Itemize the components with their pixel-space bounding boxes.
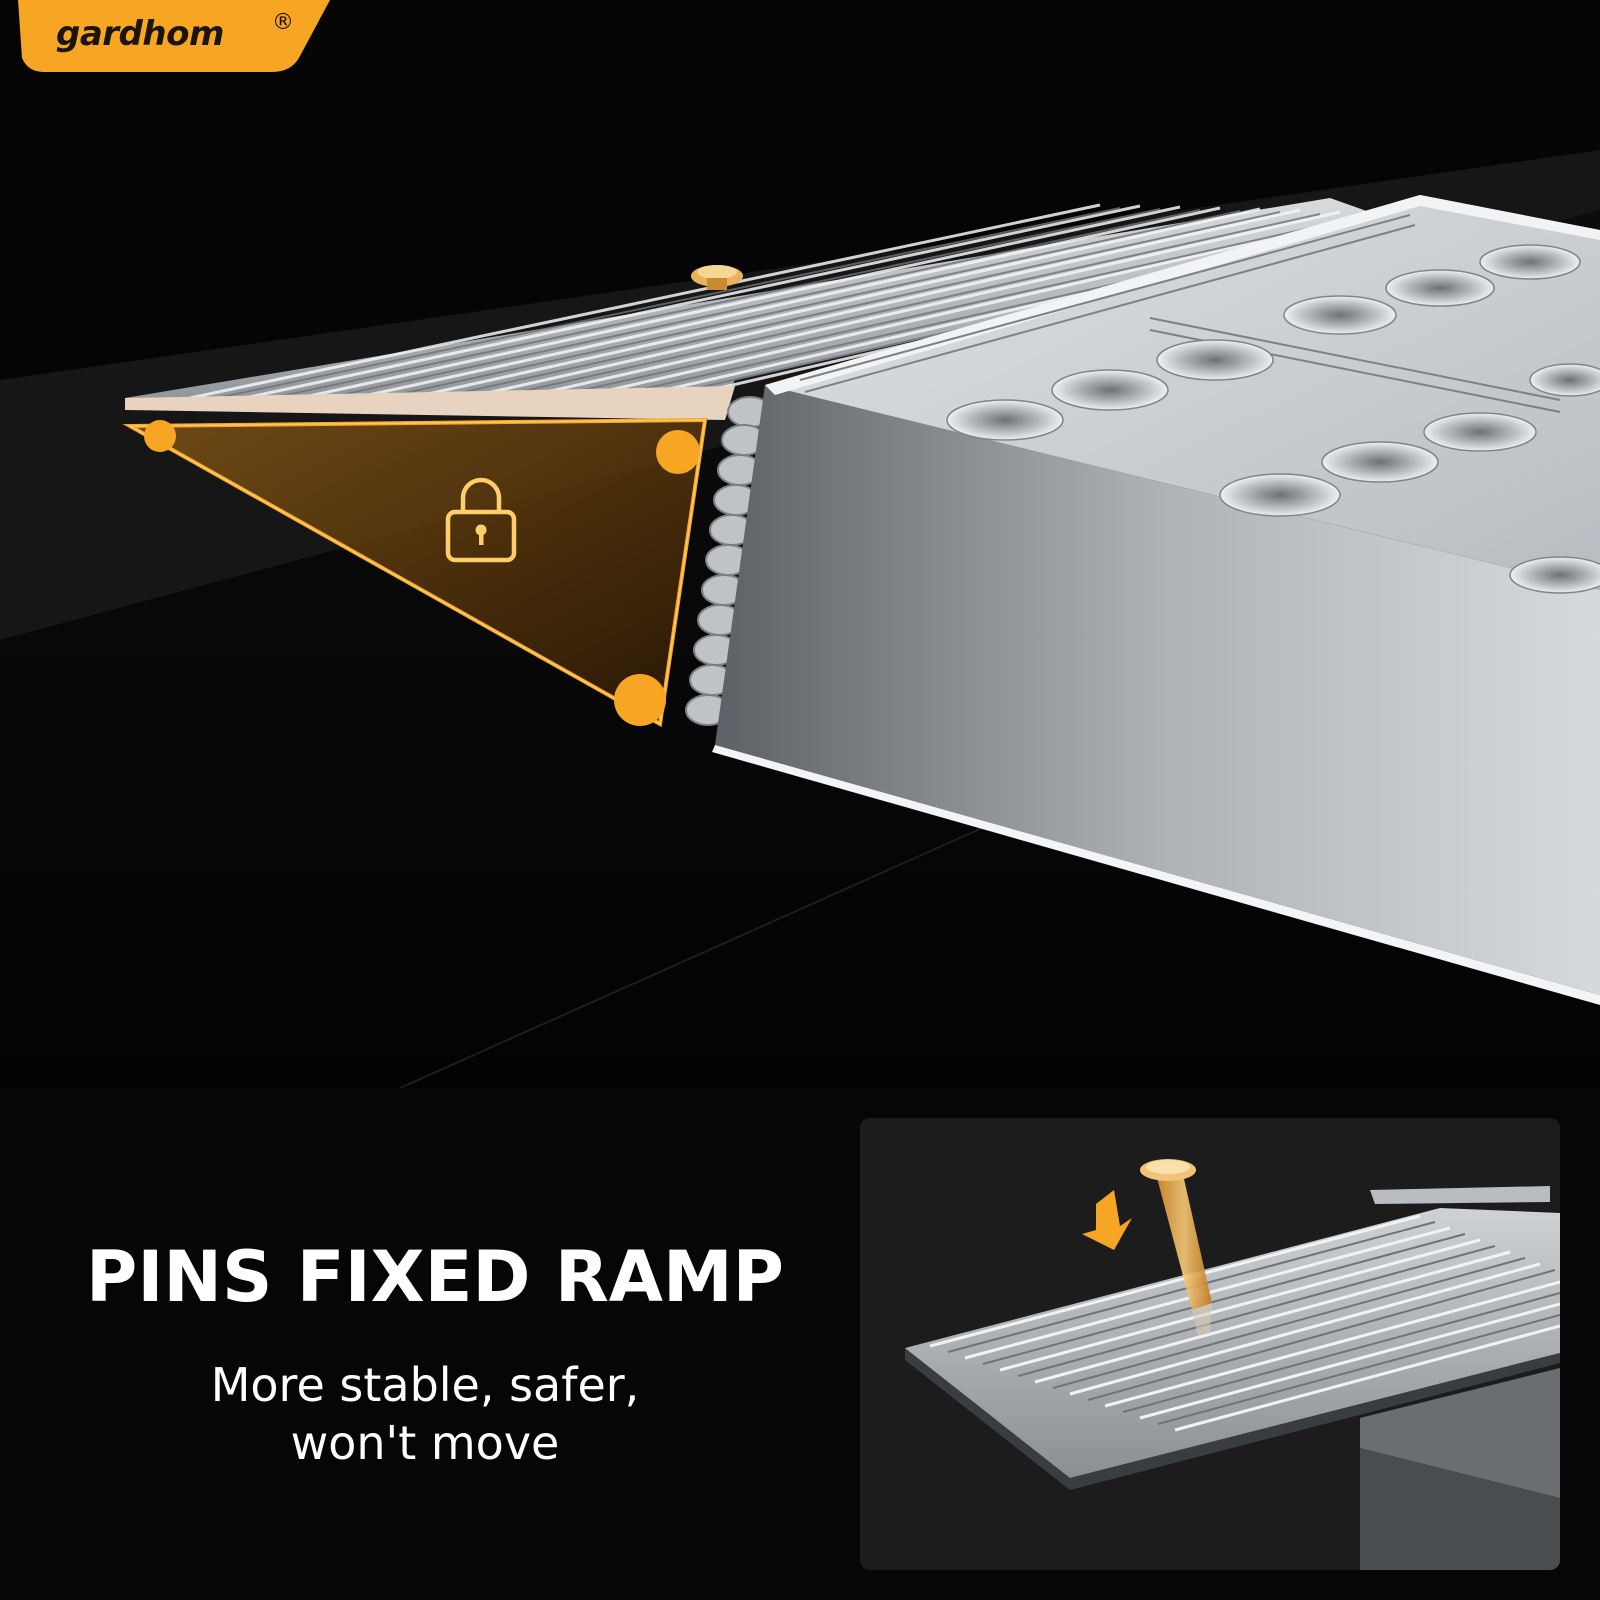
hero-product-image bbox=[0, 150, 1600, 1088]
feature-subtext: More stable, safer, won't move bbox=[20, 1356, 830, 1472]
pin bbox=[1140, 1159, 1212, 1336]
pin-detail-inset bbox=[860, 1118, 1560, 1570]
registered-mark: ® bbox=[272, 10, 294, 35]
ramp-illustration bbox=[0, 150, 1600, 1088]
feature-headline: PINS FIXED RAMP bbox=[86, 1236, 784, 1318]
feature-subtext-line-1: More stable, safer, bbox=[210, 1358, 640, 1412]
brand-name: gardhom bbox=[56, 14, 224, 54]
brand-logo-tab: gardhom ® bbox=[0, 0, 330, 72]
arrow-down-icon bbox=[1082, 1190, 1132, 1250]
feature-panel: PINS FIXED RAMP More stable, safer, won'… bbox=[0, 1088, 1600, 1600]
lock-icon bbox=[445, 477, 517, 563]
feature-subtext-line-2: won't move bbox=[290, 1416, 560, 1470]
pin-detail-illustration bbox=[860, 1118, 1560, 1570]
